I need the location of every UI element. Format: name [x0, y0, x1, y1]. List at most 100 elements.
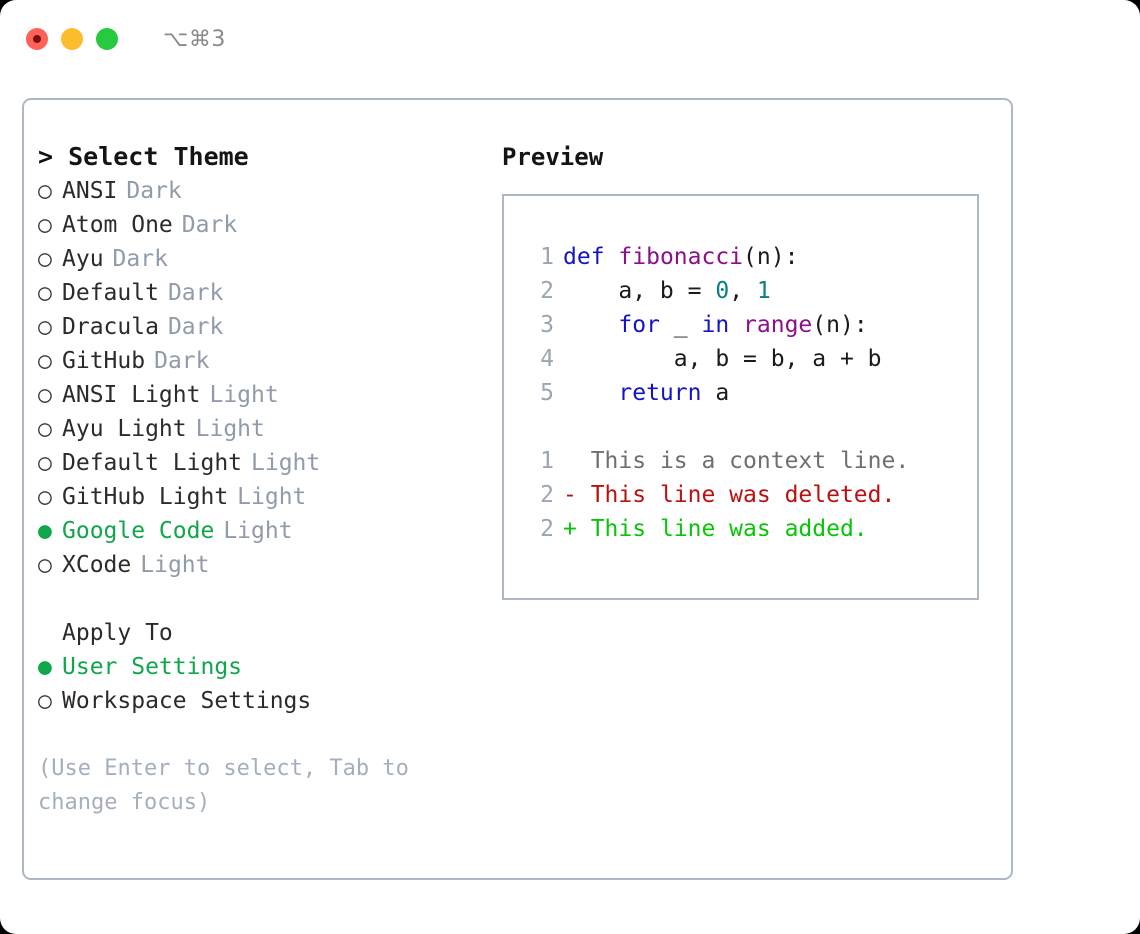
maximize-button[interactable] — [96, 28, 118, 50]
theme-variant-tag: Light — [223, 518, 293, 544]
code-token — [563, 380, 618, 406]
code-token — [729, 312, 743, 338]
theme-name: Atom One — [62, 212, 173, 238]
title-bar: ⌥⌘3 — [0, 0, 1140, 78]
theme-list-item[interactable]: ○ XCode Light — [38, 548, 488, 582]
theme-variant-tag: Dark — [167, 280, 224, 306]
code-token: , — [729, 278, 757, 304]
theme-variant-tag: Dark — [181, 212, 238, 238]
window-controls — [26, 28, 118, 50]
code-token: (n): — [812, 312, 868, 338]
theme-variant-tag: Light — [209, 382, 279, 408]
select-theme-header: > Select Theme — [38, 142, 249, 171]
theme-variant-tag: Dark — [126, 178, 182, 204]
apply-to-option[interactable]: ● User Settings — [38, 650, 488, 684]
line-number: 4 — [540, 346, 554, 372]
code-token: in — [701, 312, 730, 338]
apply-to-option[interactable]: ○ Workspace Settings — [38, 684, 488, 718]
line-number: 2 — [540, 516, 554, 542]
diff-line: 2- This line was deleted. — [522, 478, 977, 512]
apply-to-label: User Settings — [62, 654, 243, 680]
theme-variant-tag: Dark — [112, 246, 168, 272]
radio-selected-icon[interactable]: ● — [38, 518, 52, 544]
diff-marker: - — [563, 482, 577, 508]
code-token — [605, 244, 619, 270]
code-line: 2 a, b = 0, 1 — [522, 274, 977, 308]
minimize-button[interactable] — [61, 28, 83, 50]
radio-unselected-icon[interactable]: ○ — [38, 280, 52, 306]
theme-name: Ayu Light — [62, 416, 187, 442]
code-token: a, b = b, a + b — [563, 346, 882, 372]
diff-sample: 1 This is a context line.2- This line wa… — [522, 444, 977, 546]
line-number: 2 — [540, 482, 554, 508]
theme-variant-tag: Light — [251, 450, 321, 476]
code-line: 4 a, b = b, a + b — [522, 342, 977, 376]
keyboard-hint: (Use Enter to select, Tab to change focu… — [38, 756, 423, 815]
radio-unselected-icon[interactable]: ○ — [38, 484, 52, 510]
close-button[interactable] — [26, 28, 48, 50]
radio-unselected-icon[interactable]: ○ — [38, 416, 52, 442]
theme-variant-tag: Light — [195, 416, 265, 442]
apply-to-label: Workspace Settings — [62, 688, 312, 714]
theme-name: ANSI Light — [62, 382, 201, 408]
code-line: 5 return a — [522, 376, 977, 410]
theme-name: Dracula — [62, 314, 159, 340]
theme-list-item[interactable]: ○ Ayu Light Light — [38, 412, 488, 446]
radio-unselected-icon[interactable]: ○ — [38, 178, 52, 204]
radio-unselected-icon[interactable]: ○ — [38, 450, 52, 476]
theme-variant-tag: Light — [140, 552, 210, 578]
diff-marker — [563, 448, 577, 474]
apply-to-header: Apply To — [62, 620, 173, 646]
theme-variant-tag: Dark — [154, 348, 210, 374]
theme-list-item[interactable]: ○ GitHub Dark — [38, 344, 488, 378]
theme-name: XCode — [62, 552, 132, 578]
radio-unselected-icon[interactable]: ○ — [38, 348, 52, 374]
theme-name: GitHub — [62, 348, 146, 374]
theme-list-item[interactable]: ○ Atom One Dark — [38, 208, 488, 242]
radio-unselected-icon[interactable]: ○ — [38, 688, 52, 714]
theme-name: Ayu — [62, 246, 104, 272]
radio-unselected-icon[interactable]: ○ — [38, 552, 52, 578]
diff-marker: + — [563, 516, 577, 542]
theme-list-item[interactable]: ○ Dracula Dark — [38, 310, 488, 344]
theme-name: Default — [62, 280, 159, 306]
theme-list-item[interactable]: ○ Default Light Light — [38, 446, 488, 480]
code-token: 1 — [756, 278, 771, 304]
radio-selected-icon[interactable]: ● — [38, 654, 52, 680]
line-number: 1 — [540, 244, 554, 270]
code-token: 0 — [715, 278, 730, 304]
radio-unselected-icon[interactable]: ○ — [38, 246, 52, 272]
radio-unselected-icon[interactable]: ○ — [38, 314, 52, 340]
theme-name: Default Light — [62, 450, 243, 476]
code-token: (n): — [743, 244, 799, 270]
code-line: 3 for _ in range(n): — [522, 308, 977, 342]
radio-unselected-icon[interactable]: ○ — [38, 212, 52, 238]
theme-name: Google Code — [62, 518, 215, 544]
line-number: 5 — [540, 380, 554, 406]
list-spacer — [38, 582, 488, 616]
diff-text: This line was added. — [576, 516, 868, 542]
theme-list-item[interactable]: ○ ANSI Light Light — [38, 378, 488, 412]
apply-to-list[interactable]: ● User Settings ○ Workspace Settings — [38, 650, 488, 718]
code-token: fibonacci — [618, 244, 744, 270]
theme-list-item[interactable]: ○ Ayu Dark — [38, 242, 488, 276]
line-number: 2 — [540, 278, 554, 304]
theme-variant-tag: Light — [237, 484, 307, 510]
theme-list-item[interactable]: ○ Default Dark — [38, 276, 488, 310]
diff-line: 1 This is a context line. — [522, 444, 977, 478]
theme-list-item[interactable]: ● Google Code Light — [38, 514, 488, 548]
theme-variant-tag: Dark — [167, 314, 224, 340]
keyboard-shortcut-label: ⌥⌘3 — [163, 26, 226, 52]
code-token: _ — [659, 312, 702, 338]
radio-unselected-icon[interactable]: ○ — [38, 382, 52, 408]
diff-line: 2 + This line was added. — [522, 512, 977, 546]
